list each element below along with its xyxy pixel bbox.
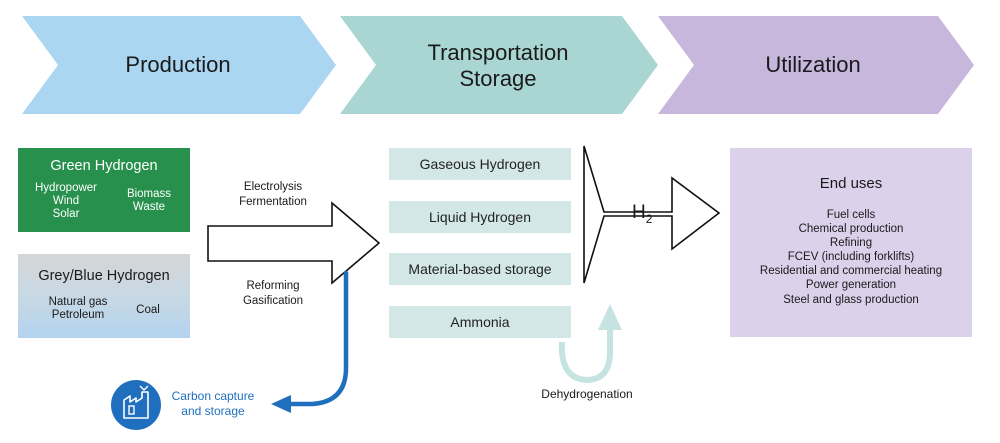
storage-liquid-hydrogen: Liquid Hydrogen [389, 201, 571, 233]
source-item: Waste [132, 201, 166, 213]
chevron-production [22, 16, 336, 114]
source-item: Natural gas [48, 296, 108, 308]
end-use-item: Power generation [805, 279, 897, 291]
end-use-item: Steel and glass production [783, 294, 919, 306]
source-item: Solar [52, 208, 80, 220]
carbon-capture-label: Carbon capture and storage [164, 389, 262, 419]
green-hydrogen-box: Green Hydrogen Hydropower Wind Solar Bio… [18, 148, 190, 232]
dehydrogenation-arrowhead [598, 304, 622, 330]
green-sources-right: Biomass Waste [114, 188, 184, 214]
stage-storage-line: Storage [459, 66, 537, 91]
carbon-capture-path [285, 270, 349, 407]
chevron-transport-storage [340, 16, 658, 114]
end-use-item: Residential and commercial heating [759, 265, 943, 277]
process-item: Fermentation [239, 196, 307, 208]
storage-material-based: Material-based storage [389, 253, 571, 285]
factory-icon [111, 380, 161, 430]
green-hydrogen-title: Green Hydrogen [50, 158, 158, 174]
end-use-item: Chemical production [798, 223, 904, 235]
dehydrogenation-label: Dehydrogenation [541, 387, 633, 401]
source-item: Coal [136, 304, 160, 316]
end-uses-title: End uses [819, 175, 883, 192]
end-use-item: Fuel cells [826, 209, 876, 221]
process-upper-label: Electrolysis Fermentation [228, 180, 318, 210]
end-uses-box: End uses Fuel cells Chemical production … [730, 148, 972, 337]
stage-transport-storage-label: Transportation Storage [384, 38, 612, 94]
process-lower-label: Reforming Gasification [228, 279, 318, 309]
source-item: Petroleum [51, 309, 105, 321]
chevron-utilization [658, 16, 974, 114]
process-item: Electrolysis [243, 181, 303, 193]
h2-main: H [632, 202, 646, 223]
h2-arrow-outline [583, 145, 721, 284]
stage-utilization-label: Utilization [765, 52, 861, 77]
carbon-capture-arrowhead [271, 395, 291, 413]
source-item: Wind [52, 195, 80, 207]
h2-subscript: 2 [645, 211, 653, 226]
stage-transport-line: Transportation [427, 40, 569, 65]
grey-blue-hydrogen-box: Grey/Blue Hydrogen Natural gas Petroleum… [18, 254, 190, 338]
end-use-item: FCEV (including forklifts) [787, 251, 915, 263]
green-sources-left: Hydropower Wind Solar [28, 182, 104, 221]
storage-ammonia: Ammonia [389, 306, 571, 338]
storage-gaseous-hydrogen: Gaseous Hydrogen [389, 148, 571, 180]
carbon-capture-line: Carbon capture [171, 389, 255, 403]
grey-sources-left: Natural gas Petroleum [34, 296, 122, 322]
stage-production-label: Production [125, 52, 231, 77]
process-item: Gasification [242, 295, 304, 307]
source-item: Hydropower [35, 182, 97, 194]
production-flow-arrow [207, 201, 381, 285]
grey-blue-hydrogen-title: Grey/Blue Hydrogen [38, 268, 170, 284]
source-item: Biomass [126, 188, 172, 200]
h2-label: H2 [632, 202, 652, 226]
grey-sources-right: Coal [124, 304, 172, 317]
end-use-item: Refining [829, 237, 873, 249]
dehydrogenation-arrow [558, 330, 613, 384]
process-item: Reforming [246, 280, 300, 292]
carbon-capture-line: and storage [181, 404, 245, 418]
